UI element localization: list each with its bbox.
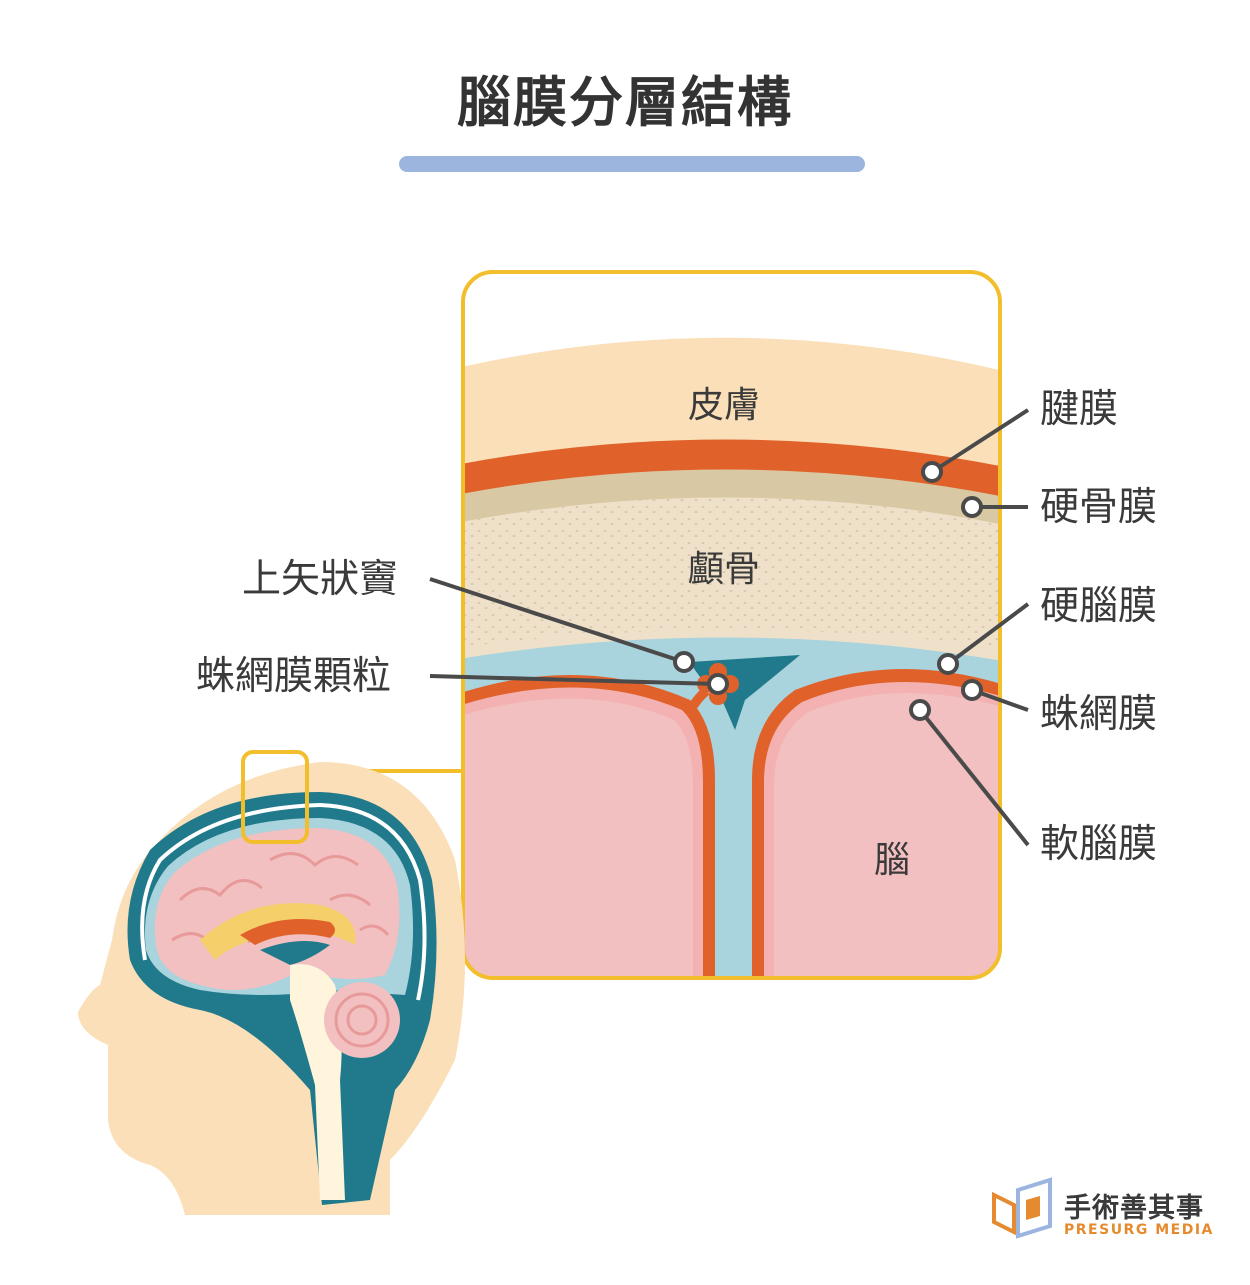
periosteum-label: 硬骨膜	[1040, 485, 1158, 530]
pia-label: 軟腦膜	[1040, 822, 1158, 867]
brand-logo-icon	[992, 1177, 1052, 1239]
skin-label: 皮膚	[688, 385, 761, 426]
page-title: 腦膜分層結構	[457, 71, 793, 134]
skull-label: 顱骨	[688, 549, 761, 590]
zoom-highlight-box	[241, 750, 309, 844]
sinus-label: 上矢狀竇	[242, 557, 399, 602]
zoom-panel-content	[463, 272, 1000, 978]
brand-name-en: PRESURG MEDIA	[1064, 1222, 1214, 1238]
arachnoid-label: 蛛網膜	[1040, 692, 1158, 737]
galea-label: 腱膜	[1040, 387, 1119, 432]
brain-label: 腦	[874, 840, 911, 881]
dura-label: 硬腦膜	[1040, 584, 1158, 629]
title-underline	[399, 156, 865, 172]
leader-dots	[673, 461, 983, 721]
brand-name-zh: 手術善其事	[1064, 1193, 1204, 1224]
head-illustration	[78, 750, 465, 1215]
granulation-label: 蛛網膜顆粒	[196, 654, 392, 699]
